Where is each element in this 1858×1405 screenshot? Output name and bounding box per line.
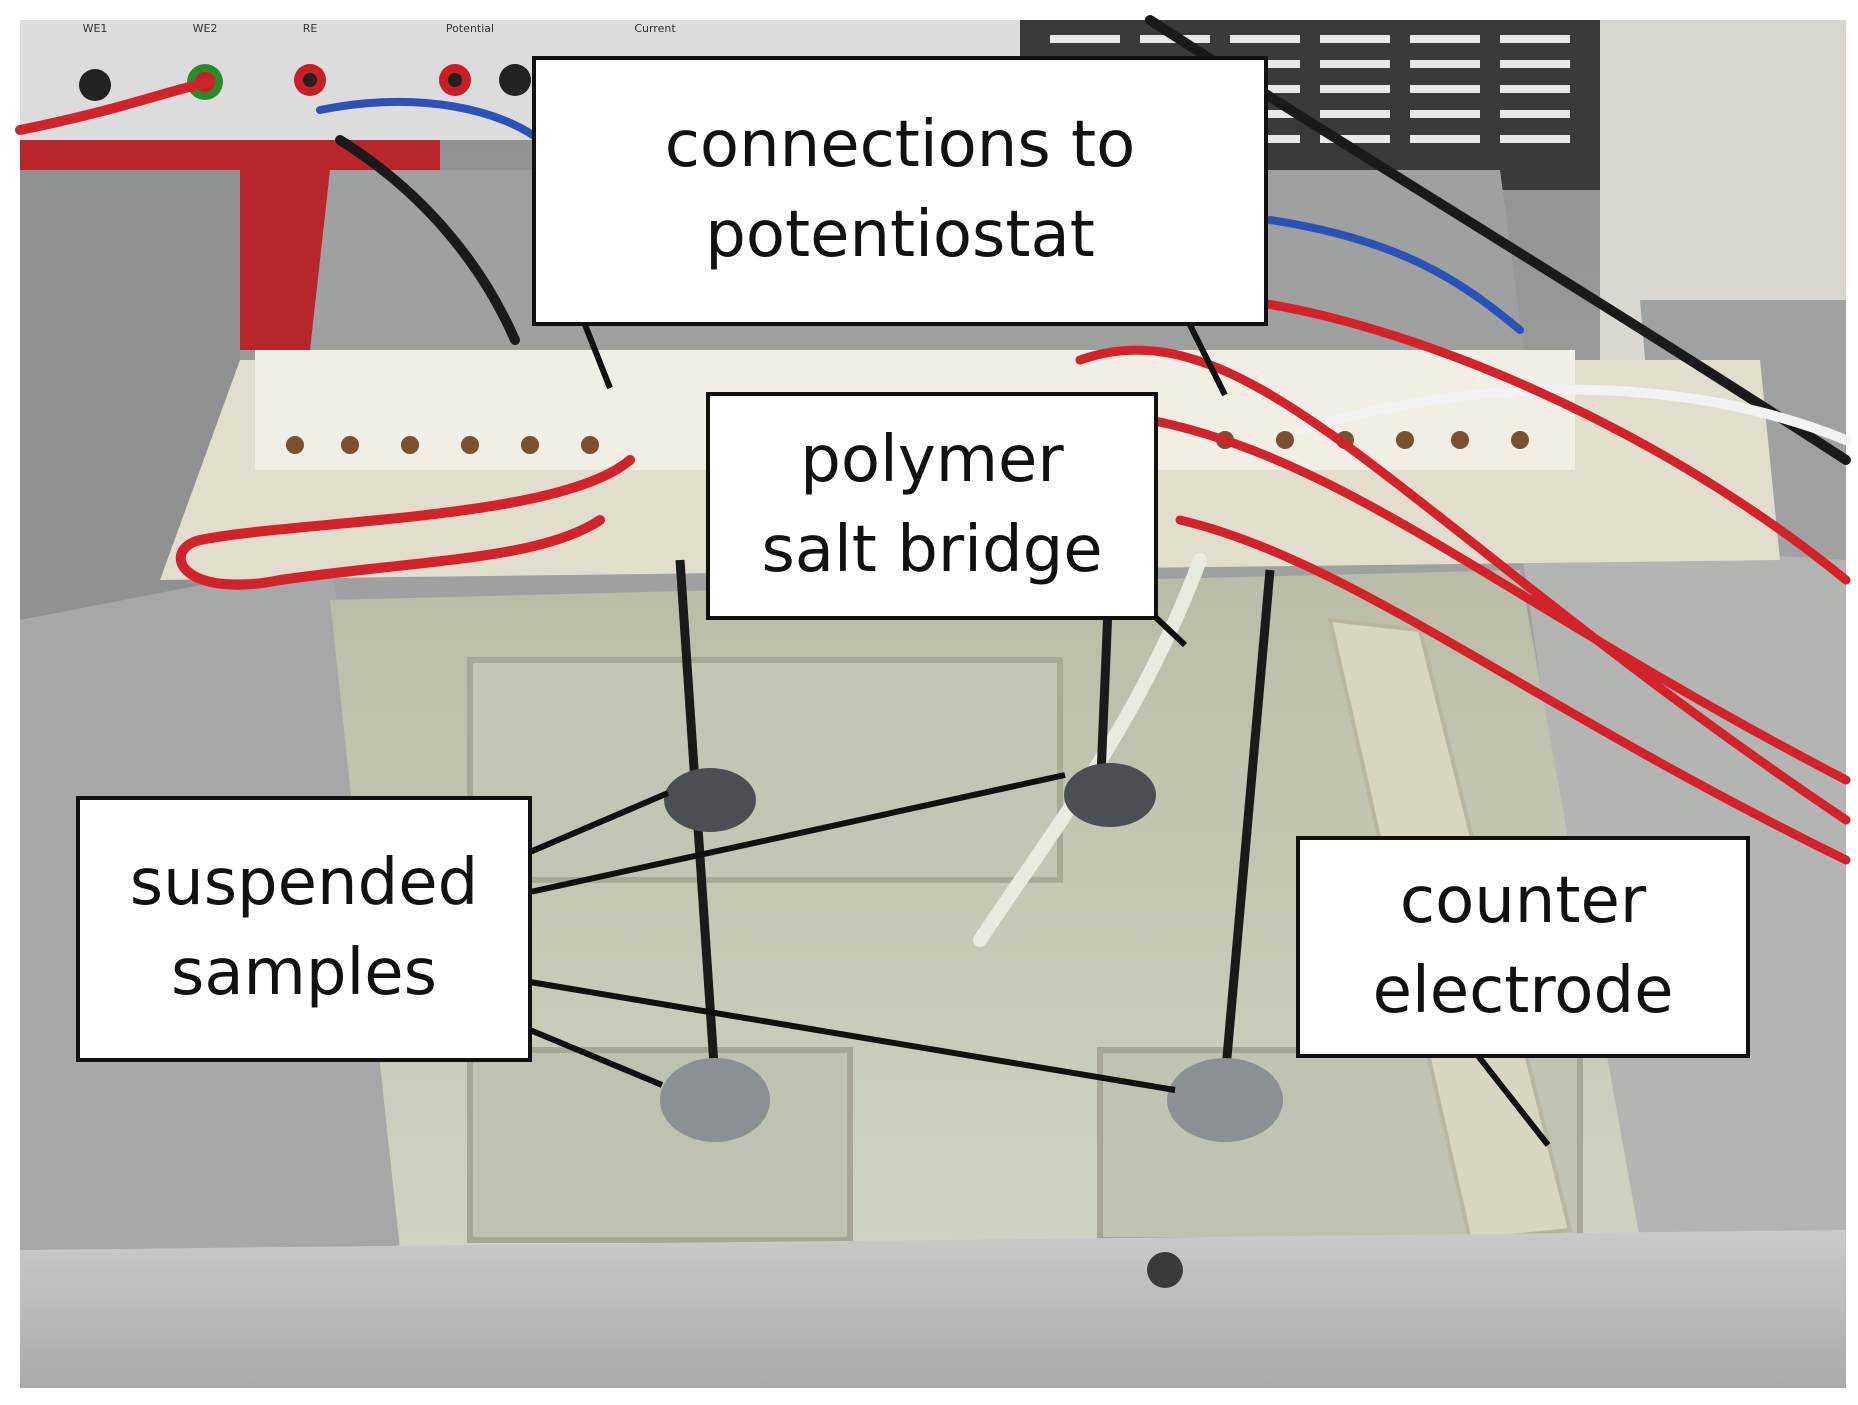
callout-connections-line2: potentiostat (705, 198, 1095, 272)
terminal-label-we2: WE2 (193, 22, 218, 35)
callout-connections-to-potentiostat: connections to potentiostat (532, 56, 1268, 326)
terminal-label-we1: WE1 (83, 22, 108, 35)
terminal-label-potential: Potential (446, 22, 494, 35)
terminal-screws (286, 431, 1529, 454)
leader-samples-4 (528, 1027, 664, 1088)
white-wire (1295, 384, 1851, 445)
red-wire-top (1235, 295, 1851, 585)
suspended-samples (660, 559, 1283, 1142)
leader-samples-1 (528, 790, 670, 855)
blue-wire-right (1266, 216, 1524, 334)
callout-salt-bridge-line1: polymer (800, 423, 1064, 498)
rim-hole (1147, 1252, 1183, 1288)
callout-samples-line1: suspended (129, 846, 479, 921)
red-wire-bundle-2 (1145, 415, 1851, 785)
leader-samples-2 (529, 772, 1066, 895)
terminal-label-re: RE (303, 22, 318, 35)
callout-connections-line1: connections to (664, 108, 1136, 183)
submerged-frame-upper (467, 657, 1063, 883)
callout-samples-line2: samples (170, 936, 438, 1010)
red-wire-loop (175, 455, 635, 590)
callout-polymer-salt-bridge: polymer salt bridge (706, 392, 1158, 620)
callout-counter-electrode: counter electrode (1296, 836, 1750, 1058)
sample-disc-lower-right (1167, 1058, 1283, 1142)
black-wire-left (335, 135, 520, 345)
red-wire-bundle-1 (1075, 345, 1851, 825)
leader-counter (1472, 1050, 1551, 1147)
tank-front-rim (20, 1230, 1846, 1388)
callout-salt-bridge-line2: salt bridge (761, 513, 1103, 587)
terminal-label-current: Current (634, 22, 676, 35)
callout-counter-line1: counter (1399, 864, 1647, 939)
callout-counter-line2: electrode (1372, 954, 1674, 1028)
sample-disc-upper-left (664, 768, 756, 832)
wires (15, 15, 1851, 947)
submerged-frame-lower (467, 1047, 853, 1243)
red-wire-left (15, 77, 215, 135)
potentiostat-terminal-labels: WE1 WE2 RE Potential Current (83, 22, 677, 35)
callout-suspended-samples: suspended samples (76, 796, 532, 1062)
red-wire-bundle-3 (1175, 515, 1851, 865)
blue-wire (316, 98, 544, 144)
sample-disc-lower-left (660, 1058, 770, 1142)
sample-disc-upper-right (1064, 763, 1156, 827)
leader-samples-3 (529, 979, 1176, 1093)
